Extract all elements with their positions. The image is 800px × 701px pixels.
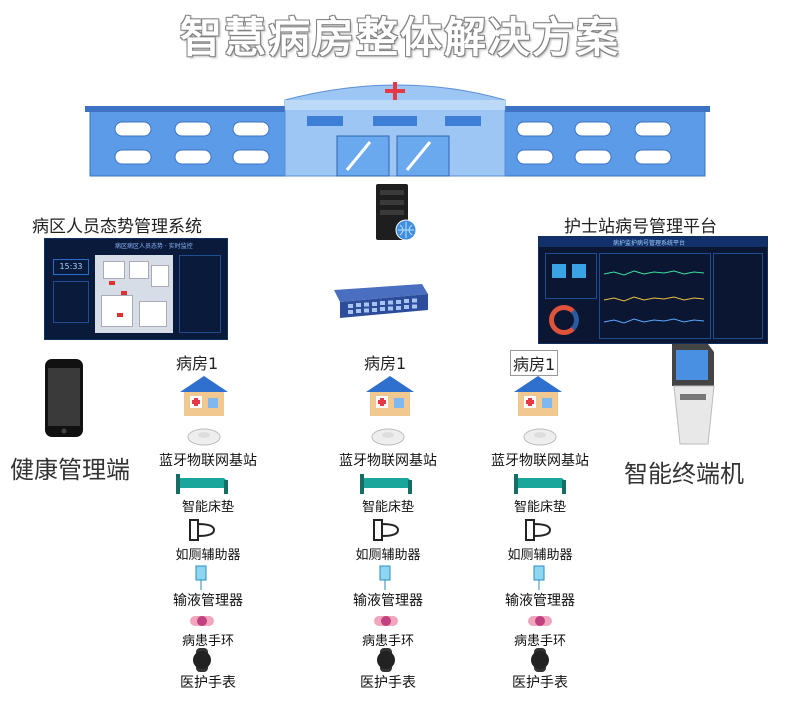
left-system-screen: 病区病区人员态势 · 实时监控 15:33 bbox=[44, 238, 228, 340]
network-switch-icon bbox=[334, 284, 428, 318]
base-station-icon bbox=[187, 428, 221, 446]
smart-mattress-icon bbox=[360, 474, 412, 494]
device-label: 病患手环 bbox=[181, 634, 234, 649]
left-screen-clock: 15:33 bbox=[53, 259, 89, 275]
nurse-watch-icon bbox=[377, 648, 395, 672]
left-screen-caption: 病区病区人员态势 · 实时监控 bbox=[115, 243, 193, 250]
smartphone-icon bbox=[45, 359, 83, 437]
base-station-icon bbox=[371, 428, 405, 446]
ward-name: 病房1 bbox=[176, 354, 219, 373]
device-label: 如厕辅助器 bbox=[355, 548, 421, 563]
device-label: 医护手表 bbox=[180, 675, 236, 691]
toilet-aid-icon bbox=[373, 519, 400, 541]
ward-house-icon bbox=[180, 376, 228, 416]
device-label: 输液管理器 bbox=[353, 593, 423, 609]
left-screen-sidepanel bbox=[179, 255, 221, 333]
hospital-building-icon bbox=[85, 82, 710, 177]
left-system-title: 病区人员态势管理系统 bbox=[32, 217, 202, 237]
device-label: 输液管理器 bbox=[505, 593, 575, 609]
page-title: 智慧病房整体解决方案 bbox=[179, 13, 620, 62]
patient-wristband-icon bbox=[190, 616, 214, 626]
device-label: 医护手表 bbox=[512, 675, 568, 691]
device-label: 智能床垫 bbox=[181, 500, 234, 515]
device-label: 病患手环 bbox=[513, 634, 566, 649]
base-station-label: 蓝牙物联网基站 bbox=[159, 453, 257, 469]
base-station-label: 蓝牙物联网基站 bbox=[491, 453, 589, 469]
toilet-aid-icon bbox=[525, 519, 552, 541]
base-station-label: 蓝牙物联网基站 bbox=[339, 453, 437, 469]
ward-house-icon bbox=[514, 376, 562, 416]
nurse-watch-icon bbox=[193, 648, 211, 672]
infusion-manager-icon bbox=[533, 565, 545, 590]
patient-wristband-icon bbox=[374, 616, 398, 626]
infusion-manager-icon bbox=[379, 565, 391, 590]
smart-mattress-icon bbox=[176, 474, 228, 494]
kiosk-terminal-icon bbox=[672, 344, 715, 445]
smart-terminal-label: 智能终端机 bbox=[624, 460, 744, 488]
ward-house-icon bbox=[366, 376, 414, 416]
nurse-watch-icon bbox=[531, 648, 549, 672]
device-label: 医护手表 bbox=[360, 675, 416, 691]
right-screen-caption: 病护监护病号管理系统平台 bbox=[613, 240, 686, 247]
right-system-screen: 病护监护病号管理系统平台 bbox=[538, 236, 768, 344]
device-label: 输液管理器 bbox=[173, 593, 243, 609]
right-system-title: 护士站病号管理平台 bbox=[564, 217, 717, 237]
infusion-manager-icon bbox=[195, 565, 207, 590]
health-terminal-label: 健康管理端 bbox=[10, 456, 130, 484]
toilet-aid-icon bbox=[189, 519, 216, 541]
server-icon bbox=[376, 184, 417, 241]
patient-wristband-icon bbox=[528, 616, 552, 626]
device-label: 智能床垫 bbox=[361, 500, 414, 515]
ward-name: 病房1 bbox=[510, 350, 559, 376]
base-station-icon bbox=[523, 428, 557, 446]
device-label: 如厕辅助器 bbox=[507, 548, 573, 563]
left-screen-floorplan bbox=[95, 255, 173, 333]
smart-mattress-icon bbox=[514, 474, 566, 494]
device-label: 如厕辅助器 bbox=[175, 548, 241, 563]
device-label: 智能床垫 bbox=[513, 500, 566, 515]
left-screen-panel bbox=[53, 281, 89, 323]
ward-name: 病房1 bbox=[364, 354, 407, 373]
device-label: 病患手环 bbox=[361, 634, 414, 649]
